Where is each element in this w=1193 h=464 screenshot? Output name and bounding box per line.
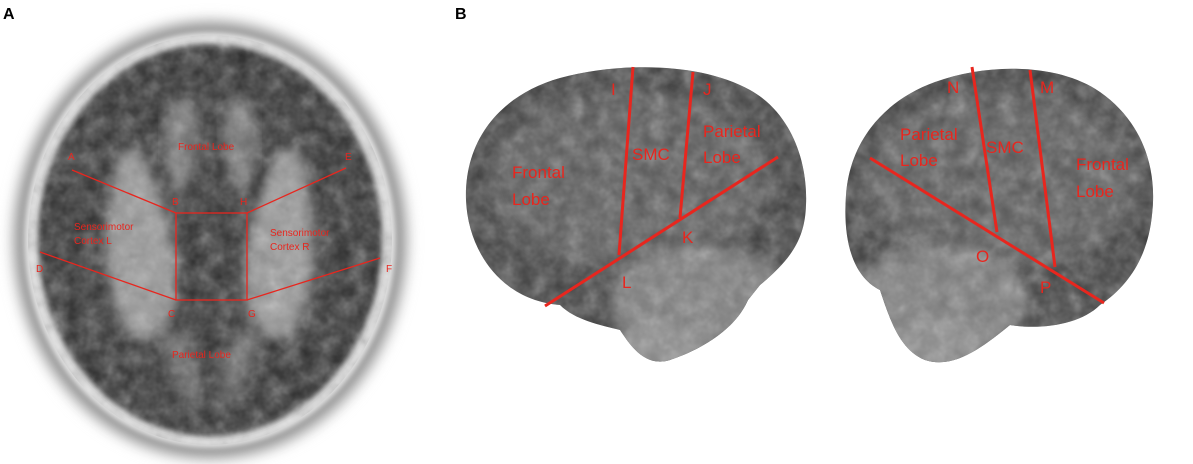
lateral-right-annotation-lines <box>869 66 1105 305</box>
point-h: H <box>240 197 247 208</box>
point-f: F <box>386 264 392 275</box>
left-region-frontal-line1: Frontal <box>512 163 565 182</box>
lateral-left-annotation-lines <box>544 66 779 308</box>
region-sensorimotor-right-line1: Sensorimotor <box>270 228 330 239</box>
right-region-parietal-line2: Lobe <box>900 151 938 170</box>
lateral-right-labels: Parietal Lobe SMC Frontal Lobe N M O P <box>900 78 1129 297</box>
left-region-parietal-line1: Parietal <box>703 122 761 141</box>
point-d: D <box>36 264 43 275</box>
point-p: P <box>1040 278 1051 297</box>
left-region-parietal-line2: Lobe <box>703 148 741 167</box>
point-b: B <box>172 197 179 208</box>
point-o: O <box>976 247 989 266</box>
region-frontal-lobe: Frontal Lobe <box>178 142 235 153</box>
point-l: L <box>622 273 631 292</box>
left-region-frontal-line2: Lobe <box>512 190 550 209</box>
region-sensorimotor-right-line2: Cortex R <box>270 242 309 253</box>
right-region-smc: SMC <box>986 138 1024 157</box>
axial-labels: Frontal Lobe Sensorimotor Cortex L Senso… <box>36 142 392 361</box>
panel-letter-b: B <box>455 6 467 23</box>
point-c: C <box>168 309 175 320</box>
region-sensorimotor-left-line1: Sensorimotor <box>74 222 134 233</box>
axial-brain-slice <box>10 18 410 462</box>
region-sensorimotor-left-line2: Cortex L <box>74 236 112 247</box>
point-n: N <box>947 78 959 97</box>
point-e: E <box>345 152 352 163</box>
left-region-smc: SMC <box>632 145 670 164</box>
point-j: J <box>703 80 712 99</box>
panel-letter-a: A <box>3 6 15 23</box>
point-g: G <box>248 309 256 320</box>
axial-annotation-lines <box>39 167 381 301</box>
point-k: K <box>682 228 694 247</box>
point-m: M <box>1040 78 1054 97</box>
lateral-brain-left <box>465 67 807 362</box>
right-region-frontal-line1: Frontal <box>1076 155 1129 174</box>
lateral-left-labels: Frontal Lobe SMC Parietal Lobe I J K L <box>512 80 761 292</box>
point-i: I <box>611 80 616 99</box>
right-region-parietal-line1: Parietal <box>900 125 958 144</box>
region-parietal-lobe: Parietal Lobe <box>172 350 231 361</box>
right-region-frontal-line2: Lobe <box>1076 182 1114 201</box>
point-a: A <box>68 152 75 163</box>
lateral-brain-right <box>845 68 1154 363</box>
